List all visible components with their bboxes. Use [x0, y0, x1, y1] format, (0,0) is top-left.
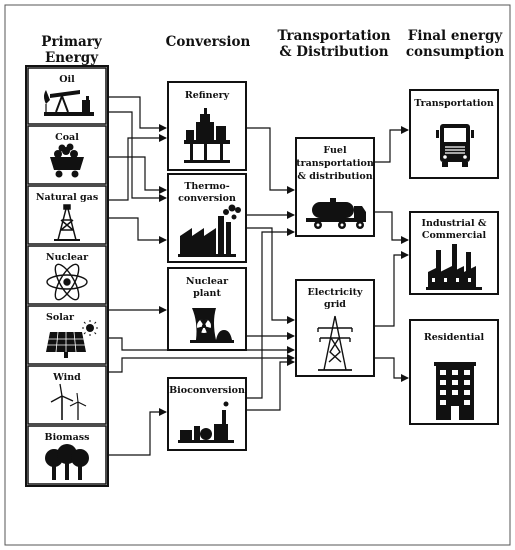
thermo-label-line1: Thermo- — [184, 181, 229, 192]
primary-natural-gas: Natural gas — [27, 185, 107, 245]
primary-wind-label: Wind — [52, 372, 81, 383]
connector-refinery-fuel — [246, 127, 295, 194]
primary-column: Oil Coal — [25, 65, 109, 487]
connector-oil-thermo — [108, 111, 167, 202]
trees-icon — [45, 444, 89, 480]
primary-biomass: Biomass — [27, 425, 107, 485]
final-industrial: Industrial & Commercial — [409, 211, 499, 295]
primary-nuclear: Nuclear — [27, 245, 107, 305]
connector-bio-fuel — [246, 228, 295, 399]
header-conversion: Conversion — [165, 34, 251, 50]
distribution-grid: Electricity grid — [295, 279, 375, 377]
nuclear-plant-label-line2: plant — [193, 288, 221, 299]
tanker-truck-icon — [306, 198, 366, 229]
conversion-nuclear-plant: Nuclear plant — [167, 267, 247, 351]
connector-thermo-grid — [246, 227, 295, 324]
connectors — [108, 96, 409, 456]
coal-cart-icon — [50, 143, 84, 178]
primary-coal: Coal — [27, 125, 107, 185]
thermo-label-line2: conversion — [178, 193, 236, 204]
conversion-bioconversion: Bioconversion — [167, 377, 247, 451]
header-transport-line2: & Distribution — [279, 44, 389, 60]
power-pylon-icon — [317, 315, 353, 371]
header-primary-energy: Primary Energy — [41, 34, 102, 66]
final-residential: Residential — [409, 319, 499, 425]
gas-derrick-icon — [54, 204, 80, 241]
connector-wind-grid — [108, 354, 295, 373]
conversion-thermo: Thermo- conversion — [167, 173, 247, 263]
wind-turbine-icon — [50, 383, 87, 420]
conversion-refinery: Refinery — [167, 81, 247, 171]
bioplant-icon — [178, 401, 234, 443]
connector-grid-industrial — [374, 251, 409, 327]
primary-coal-label: Coal — [55, 132, 79, 143]
final-transportation-label: Transportation — [414, 98, 494, 109]
grid-label-line2: grid — [324, 299, 346, 310]
distribution-fuel: Fuel transportation & distribution — [295, 137, 375, 237]
fuel-label-line2: transportation — [296, 158, 374, 169]
final-transportation: Transportation — [409, 89, 499, 179]
fuel-label-line1: Fuel — [323, 145, 347, 156]
fuel-label-line3: & distribution — [297, 171, 372, 182]
connector-coal-thermo — [108, 156, 167, 194]
connector-grid-residential — [374, 357, 409, 382]
grid-label-line1: Electricity — [308, 287, 363, 298]
refinery-icon — [184, 108, 230, 163]
oil-pump-icon — [44, 90, 94, 116]
connector-gas-refinery — [108, 134, 167, 201]
header-final-energy: Final energy consumption — [400, 28, 510, 60]
header-final-line1: Final energy — [407, 28, 503, 44]
atom-icon — [46, 263, 88, 301]
final-residential-label: Residential — [424, 332, 485, 343]
final-industrial-label-line1: Industrial & — [422, 218, 487, 229]
primary-oil: Oil — [27, 67, 107, 125]
primary-wind-box — [27, 365, 107, 425]
connector-biomass-bio — [108, 408, 167, 456]
conversion-column: Refinery Thermo- conversion — [167, 81, 247, 451]
industrial-plant-icon — [426, 244, 482, 290]
primary-nuclear-label: Nuclear — [46, 252, 89, 263]
primary-natural-gas-label: Natural gas — [36, 192, 98, 203]
final-column: Transportation Industrial & Commercial — [409, 89, 499, 425]
primary-biomass-label: Biomass — [45, 432, 90, 443]
nuclear-plant-icon — [190, 308, 234, 343]
connector-bio-grid — [246, 358, 295, 411]
final-industrial-label-line2: Commercial — [422, 230, 487, 241]
outer-frame — [4, 4, 511, 546]
connector-oil-refinery — [108, 96, 167, 132]
primary-wind: Wind — [27, 365, 107, 425]
connector-fuel-industrial — [374, 211, 409, 244]
header-final-line2: consumption — [405, 44, 505, 60]
primary-coal-box — [27, 125, 107, 185]
primary-solar: Solar — [27, 305, 107, 365]
factory-icon — [178, 204, 241, 257]
distribution-column: Fuel transportation & distribution Elect… — [295, 137, 375, 377]
primary-natural-gas-box — [27, 185, 107, 245]
header-transport-line1: Transportation — [277, 28, 391, 44]
bioconversion-label: Bioconversion — [169, 385, 245, 396]
refinery-label: Refinery — [185, 90, 230, 101]
truck-front-icon — [436, 124, 474, 167]
connector-fuel-transportation — [374, 126, 409, 163]
connector-gas-thermo — [108, 217, 167, 244]
solar-panel-icon — [46, 320, 98, 358]
header-transportation-distribution: Transportation & Distribution — [274, 28, 394, 60]
primary-oil-label: Oil — [59, 74, 75, 85]
apartment-building-icon — [434, 362, 476, 420]
nuclear-plant-label-line1: Nuclear — [186, 276, 229, 287]
primary-solar-label: Solar — [46, 312, 75, 323]
